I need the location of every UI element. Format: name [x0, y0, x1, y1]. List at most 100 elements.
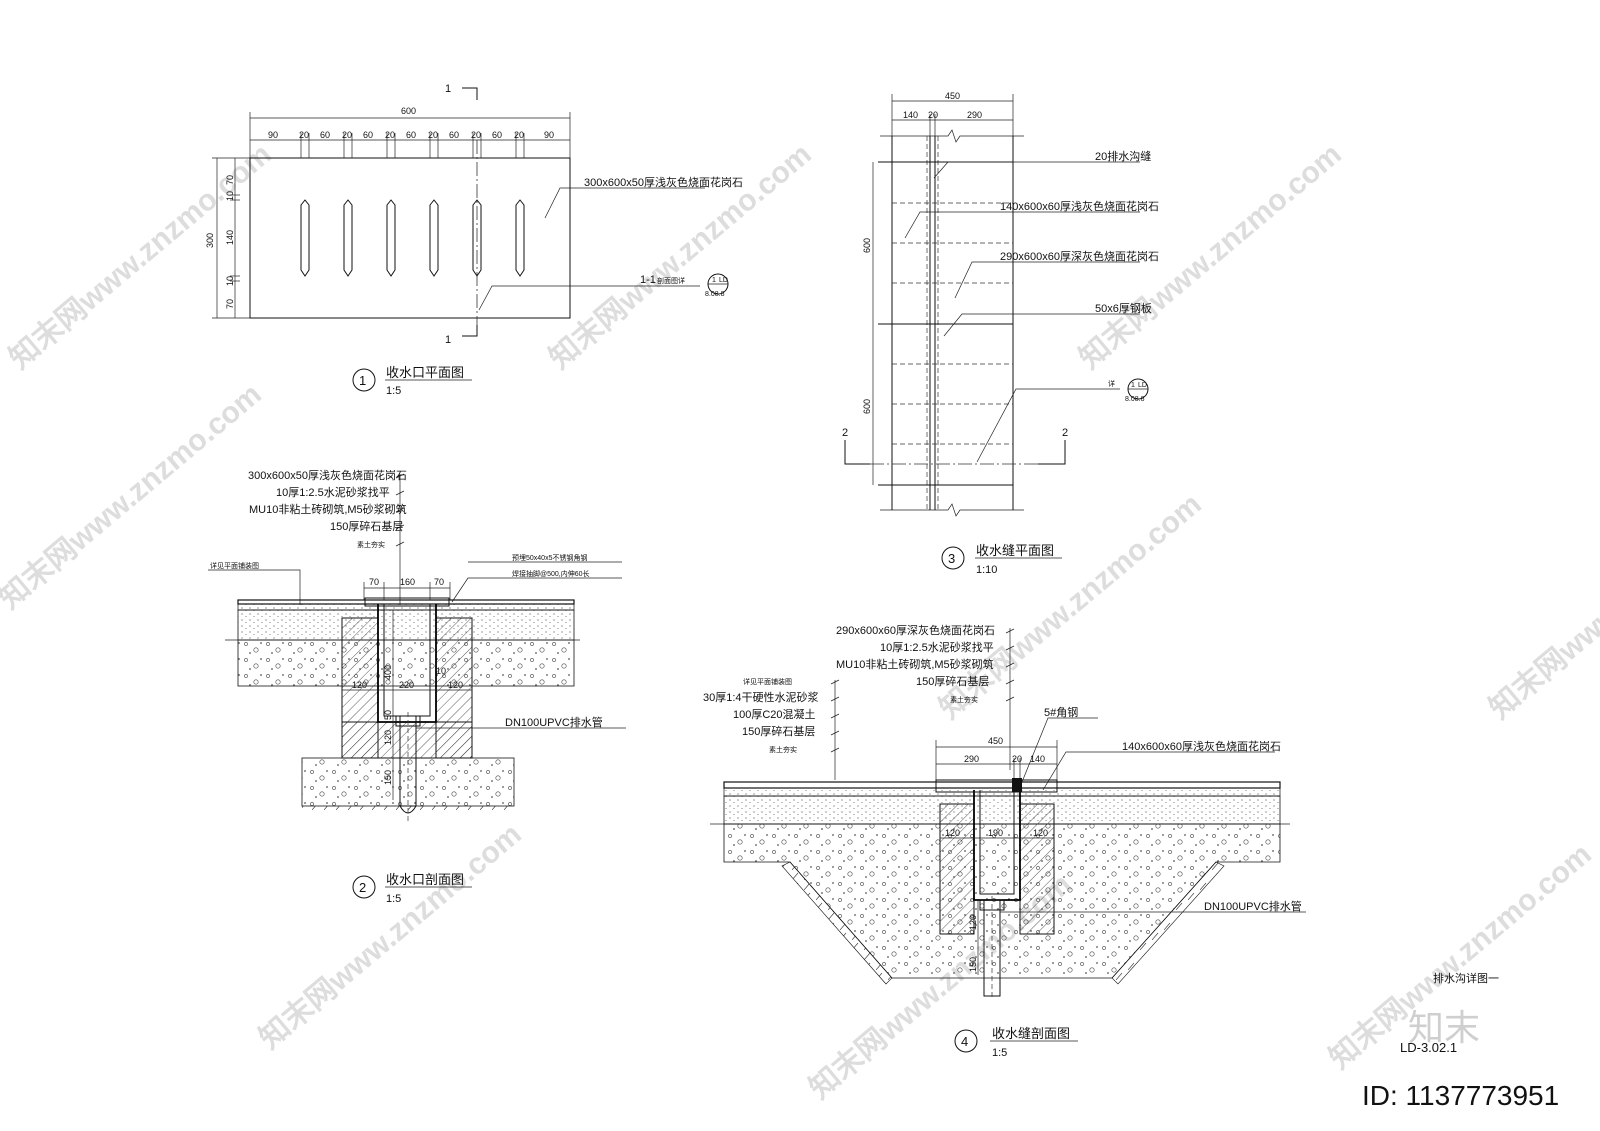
- svg-text:20: 20: [928, 110, 938, 120]
- svg-text:100厚C20混凝土: 100厚C20混凝土: [733, 707, 816, 721]
- svg-text:150: 150: [968, 957, 978, 972]
- svg-text:20: 20: [428, 130, 438, 140]
- v1-number: 1: [359, 373, 366, 388]
- svg-text:30厚1:4干硬性水泥砂浆: 30厚1:4干硬性水泥砂浆: [703, 690, 819, 704]
- v3-number: 3: [948, 551, 955, 566]
- view4-section: 290x600x60厚深灰色烧面花岗石 10厚1:2.5水泥砂浆找平 MU10非…: [703, 623, 1306, 1059]
- svg-text:10: 10: [225, 191, 235, 201]
- v1-dim-height: 300: [205, 233, 215, 248]
- svg-text:120: 120: [352, 680, 367, 690]
- svg-text:140: 140: [225, 230, 235, 245]
- svg-text:素土夯实: 素土夯实: [769, 745, 797, 754]
- svg-text:8.08.8: 8.08.8: [1125, 396, 1145, 403]
- svg-text:8.08.8: 8.08.8: [705, 291, 725, 298]
- v2-pipe-label: DN100UPVC排水管: [505, 715, 603, 729]
- svg-text:20排水沟缝: 20排水沟缝: [1095, 149, 1151, 163]
- v1-dim-total: 600: [401, 106, 416, 116]
- view1-plan: 1 1 600 90 20 60 20 60 20 60 20 60 20 60…: [205, 83, 743, 397]
- v2-layer-labels: 300x600x50厚浅灰色烧面花岗石 10厚1:2.5水泥砂浆找平 MU10非…: [248, 468, 407, 549]
- svg-text:450: 450: [945, 91, 960, 101]
- v1-scale: 1:5: [386, 385, 401, 397]
- svg-text:120: 120: [945, 828, 960, 838]
- svg-text:450: 450: [988, 736, 1003, 746]
- brand-logo: 知末: [1408, 1007, 1480, 1048]
- svg-text:290x600x60厚深灰色烧面花岗石: 290x600x60厚深灰色烧面花岗石: [836, 623, 995, 637]
- svg-text:600: 600: [862, 238, 872, 253]
- svg-text:70: 70: [369, 577, 379, 587]
- svg-text:预埋50x40x5不锈钢角钢: 预埋50x40x5不锈钢角钢: [512, 553, 587, 562]
- svg-text:MU10非粘土砖砌筑,M5砂浆砌筑: MU10非粘土砖砌筑,M5砂浆砌筑: [836, 657, 994, 671]
- svg-text:400: 400: [383, 665, 393, 680]
- svg-text:MU10非粘土砖砌筑,M5砂浆砌筑: MU10非粘土砖砌筑,M5砂浆砌筑: [249, 502, 407, 516]
- drawing-number: LD-3.02.1: [1400, 1040, 1457, 1055]
- svg-text:70: 70: [434, 577, 444, 587]
- view3-plan: 450 140 20 290 600 600: [842, 91, 1159, 576]
- svg-text:LD: LD: [719, 277, 728, 284]
- v2-title: 收水口剖面图: [386, 872, 464, 887]
- svg-text:10厚1:2.5水泥砂浆找平: 10厚1:2.5水泥砂浆找平: [880, 640, 994, 654]
- svg-text:60: 60: [492, 130, 502, 140]
- svg-text:70: 70: [225, 299, 235, 309]
- svg-text:60: 60: [363, 130, 373, 140]
- svg-text:120: 120: [448, 680, 463, 690]
- v2-left-note: 详见平面铺装图: [210, 561, 259, 570]
- v4-number: 4: [961, 1034, 968, 1049]
- v2-scale: 1:5: [386, 893, 401, 905]
- svg-text:120: 120: [1033, 828, 1048, 838]
- svg-text:140: 140: [903, 110, 918, 120]
- watermark-1: 知末网www.znzmo.com: [3, 138, 277, 376]
- svg-text:60: 60: [320, 130, 330, 140]
- svg-text:详见平面铺装图: 详见平面铺装图: [743, 677, 792, 686]
- svg-text:20: 20: [514, 130, 524, 140]
- v4-layer-labels-left: 详见平面铺装图 30厚1:4干硬性水泥砂浆 100厚C20混凝土 150厚碎石基…: [703, 677, 840, 754]
- svg-text:220: 220: [399, 680, 414, 690]
- svg-text:140: 140: [1030, 754, 1045, 764]
- svg-text:290: 290: [964, 754, 979, 764]
- v4-pipe-label: DN100UPVC排水管: [1204, 899, 1302, 913]
- svg-text:140x600x60厚浅灰色烧面花岗石: 140x600x60厚浅灰色烧面花岗石: [1000, 199, 1159, 213]
- v4-layer-labels-right: 290x600x60厚深灰色烧面花岗石 10厚1:2.5水泥砂浆找平 MU10非…: [836, 623, 1015, 704]
- section-mark-bottom: 1: [445, 334, 451, 346]
- svg-text:150: 150: [383, 770, 393, 785]
- svg-text:1: 1: [1131, 382, 1135, 389]
- svg-text:10厚1:2.5水泥砂浆找平: 10厚1:2.5水泥砂浆找平: [276, 485, 390, 499]
- svg-text:120: 120: [383, 730, 393, 745]
- svg-text:60: 60: [406, 130, 416, 140]
- svg-text:160: 160: [400, 577, 415, 587]
- v1-stone-label: 300x600x50厚浅灰色烧面花岗石: [584, 175, 743, 189]
- svg-text:2: 2: [842, 427, 848, 439]
- svg-text:600: 600: [862, 399, 872, 414]
- svg-text:10: 10: [436, 666, 446, 676]
- svg-text:2: 2: [1062, 427, 1068, 439]
- v1-section-label: 1-1: [640, 274, 656, 286]
- svg-text:70: 70: [225, 175, 235, 185]
- svg-text:1: 1: [712, 277, 716, 284]
- grate-slots: [300, 199, 525, 277]
- svg-text:20: 20: [1012, 754, 1022, 764]
- svg-text:5#角钢: 5#角钢: [1044, 706, 1078, 719]
- v4-title: 收水缝剖面图: [992, 1026, 1070, 1041]
- svg-text:素土夯实: 素土夯实: [950, 695, 978, 704]
- watermark-9: 知末网www.znzmo.com: [1483, 488, 1600, 726]
- svg-text:150厚碎石基层: 150厚碎石基层: [330, 519, 403, 533]
- svg-text:300x600x50厚浅灰色烧面花岗石: 300x600x50厚浅灰色烧面花岗石: [248, 468, 407, 482]
- svg-text:90: 90: [268, 130, 278, 140]
- svg-text:20: 20: [385, 130, 395, 140]
- svg-text:90: 90: [544, 130, 554, 140]
- view2-section: 300x600x50厚浅灰色烧面花岗石 10厚1:2.5水泥砂浆找平 MU10非…: [208, 468, 626, 905]
- watermark-5: 知末网www.znzmo.com: [933, 488, 1207, 726]
- svg-text:50x6厚钢板: 50x6厚钢板: [1095, 301, 1152, 315]
- v3-title: 收水缝平面图: [976, 543, 1054, 558]
- svg-text:素土夯实: 素土夯实: [357, 540, 385, 549]
- svg-text:50: 50: [383, 710, 393, 720]
- watermark-4: 知末网www.znzmo.com: [0, 378, 268, 616]
- v1-tick-marks: [300, 133, 525, 158]
- sheet-title: 排水沟详图一: [1433, 971, 1499, 985]
- svg-text:190: 190: [988, 828, 1003, 838]
- v4-scale: 1:5: [992, 1047, 1007, 1059]
- v1-top-dims: 90 20 60 20 60 20 60 20 60 20 60 20 90: [268, 130, 554, 140]
- v1-title: 收水口平面图: [386, 365, 464, 380]
- section-mark-top: 1: [445, 83, 451, 95]
- svg-text:20: 20: [471, 130, 481, 140]
